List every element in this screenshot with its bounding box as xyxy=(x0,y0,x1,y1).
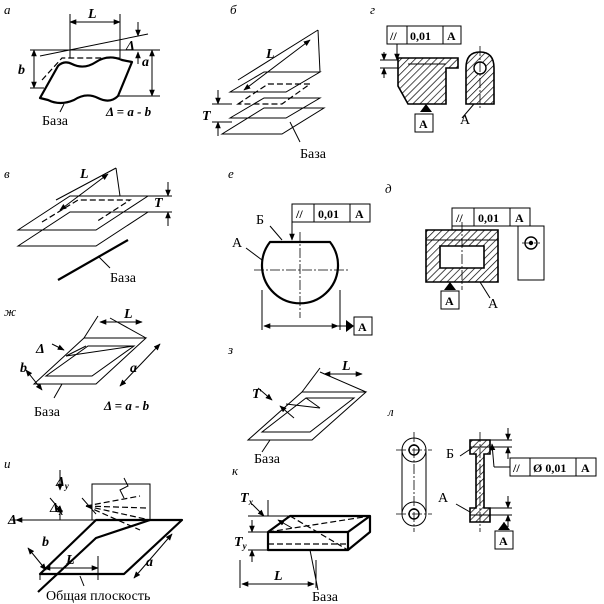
panel-label-z: з xyxy=(227,342,233,357)
datum-letter-d: А xyxy=(488,297,499,312)
datum-triangle-icon xyxy=(346,320,354,332)
panel-a: а L b a Δ База Δ = a - b xyxy=(4,2,160,129)
dim-a-i: a xyxy=(146,555,153,570)
panel-label-zh: ж xyxy=(4,304,16,319)
base-label-v: База xyxy=(110,271,137,286)
dim-L-k: L xyxy=(273,569,283,584)
dim-delta-y: Δy xyxy=(55,475,70,491)
datum-box-d: А xyxy=(445,294,454,308)
base-label-a: База xyxy=(42,114,69,129)
panel-k: к Tx Ty L База xyxy=(232,463,372,604)
parallelism-icon: // xyxy=(455,211,463,225)
datum-triangle-icon xyxy=(444,282,456,290)
panel-label-l: л xyxy=(387,404,394,419)
dim-delta-zh: Δ xyxy=(35,342,45,357)
datum-box-g: А xyxy=(419,117,428,131)
tolerance-frame-e: // 0,01 А xyxy=(291,203,371,223)
dim-a-zh: a xyxy=(130,361,137,376)
parallelism-icon: // xyxy=(389,29,397,43)
dim-Ty: Ty xyxy=(234,535,248,551)
datum-letter-b-e: Б xyxy=(256,213,264,228)
panel-label-k: к xyxy=(232,463,239,478)
tolerance-frame-l: // Ø 0,01 А xyxy=(509,457,597,477)
formula-a: Δ = a - b xyxy=(105,104,152,119)
formula-zh: Δ = a - b xyxy=(103,398,150,413)
dim-L-i: L xyxy=(65,553,75,568)
datum-box-e: А xyxy=(358,320,367,334)
panel-e: е // 0,01 А Б А А xyxy=(228,166,373,336)
dim-delta-i: Δ xyxy=(7,513,17,528)
panel-zh: ж L Δ b a База Δ = a - b xyxy=(4,304,161,420)
datum-letter-a-e: А xyxy=(232,236,243,251)
panel-g: г // 0,01 А А А xyxy=(370,2,495,133)
datum-triangle-icon xyxy=(498,522,510,530)
panel-label-d: д xyxy=(385,181,392,196)
dim-a-a: a xyxy=(142,55,149,70)
datum-letter-b-l: Б xyxy=(446,447,454,462)
dim-Tx: Tx xyxy=(240,491,254,507)
panel-label-e: е xyxy=(228,166,234,181)
tolerance-value-d: 0,01 xyxy=(478,211,499,225)
tolerance-value-l: Ø 0,01 xyxy=(533,461,566,475)
dim-L-b: L xyxy=(265,47,275,62)
datum-letter-a-l: А xyxy=(438,491,449,506)
dim-delta-a: Δ xyxy=(125,39,135,54)
panel-z: з L T База xyxy=(227,342,368,467)
dim-T-z: T xyxy=(252,387,262,402)
dim-delta-x: Δx xyxy=(49,501,64,517)
panel-v: в L T База xyxy=(4,166,172,286)
tolerance-frame-g: // 0,01 А xyxy=(386,25,462,45)
dim-L-z: L xyxy=(341,359,351,374)
panel-b: б L T База xyxy=(202,2,327,162)
panel-i: и Δy Δx Δ b a L Общая плоскость xyxy=(4,456,184,604)
parallelism-icon: // xyxy=(512,461,520,475)
panel-d: д // 0,01 А А А xyxy=(385,181,545,312)
base-label-b: База xyxy=(300,147,327,162)
tolerance-datum-l: А xyxy=(581,461,590,475)
dim-b-zh: b xyxy=(20,361,27,376)
common-plane-label: Общая плоскость xyxy=(46,589,150,604)
parallelism-icon: // xyxy=(295,207,303,221)
panel-label-v: в xyxy=(4,166,10,181)
datum-box-l: А xyxy=(499,534,508,548)
tolerance-frame-d: // 0,01 А xyxy=(451,207,531,227)
panel-label-a: а xyxy=(4,2,11,17)
dim-T-v: T xyxy=(154,196,164,211)
dim-b-i: b xyxy=(42,535,49,550)
tolerance-datum-e: А xyxy=(355,207,364,221)
dim-L-a: L xyxy=(87,7,97,22)
tolerance-datum-g: А xyxy=(447,29,456,43)
datum-triangle-icon xyxy=(420,104,432,112)
dim-b-a: b xyxy=(18,63,25,78)
base-label-zh: База xyxy=(34,405,61,420)
panel-label-g: г xyxy=(370,2,375,17)
dim-L-v: L xyxy=(79,167,89,182)
tolerance-datum-d: А xyxy=(515,211,524,225)
dim-T-b: T xyxy=(202,109,212,124)
base-label-z: База xyxy=(254,452,281,467)
base-label-k: База xyxy=(312,590,339,604)
tolerance-value-g: 0,01 xyxy=(410,29,431,43)
panel-l: л Б А // Ø 0,0 xyxy=(387,404,597,550)
tolerance-value-e: 0,01 xyxy=(318,207,339,221)
datum-letter-g: А xyxy=(460,113,471,128)
panel-label-b: б xyxy=(230,2,237,17)
panel-label-i: и xyxy=(4,456,11,471)
dim-L-zh: L xyxy=(123,307,133,322)
